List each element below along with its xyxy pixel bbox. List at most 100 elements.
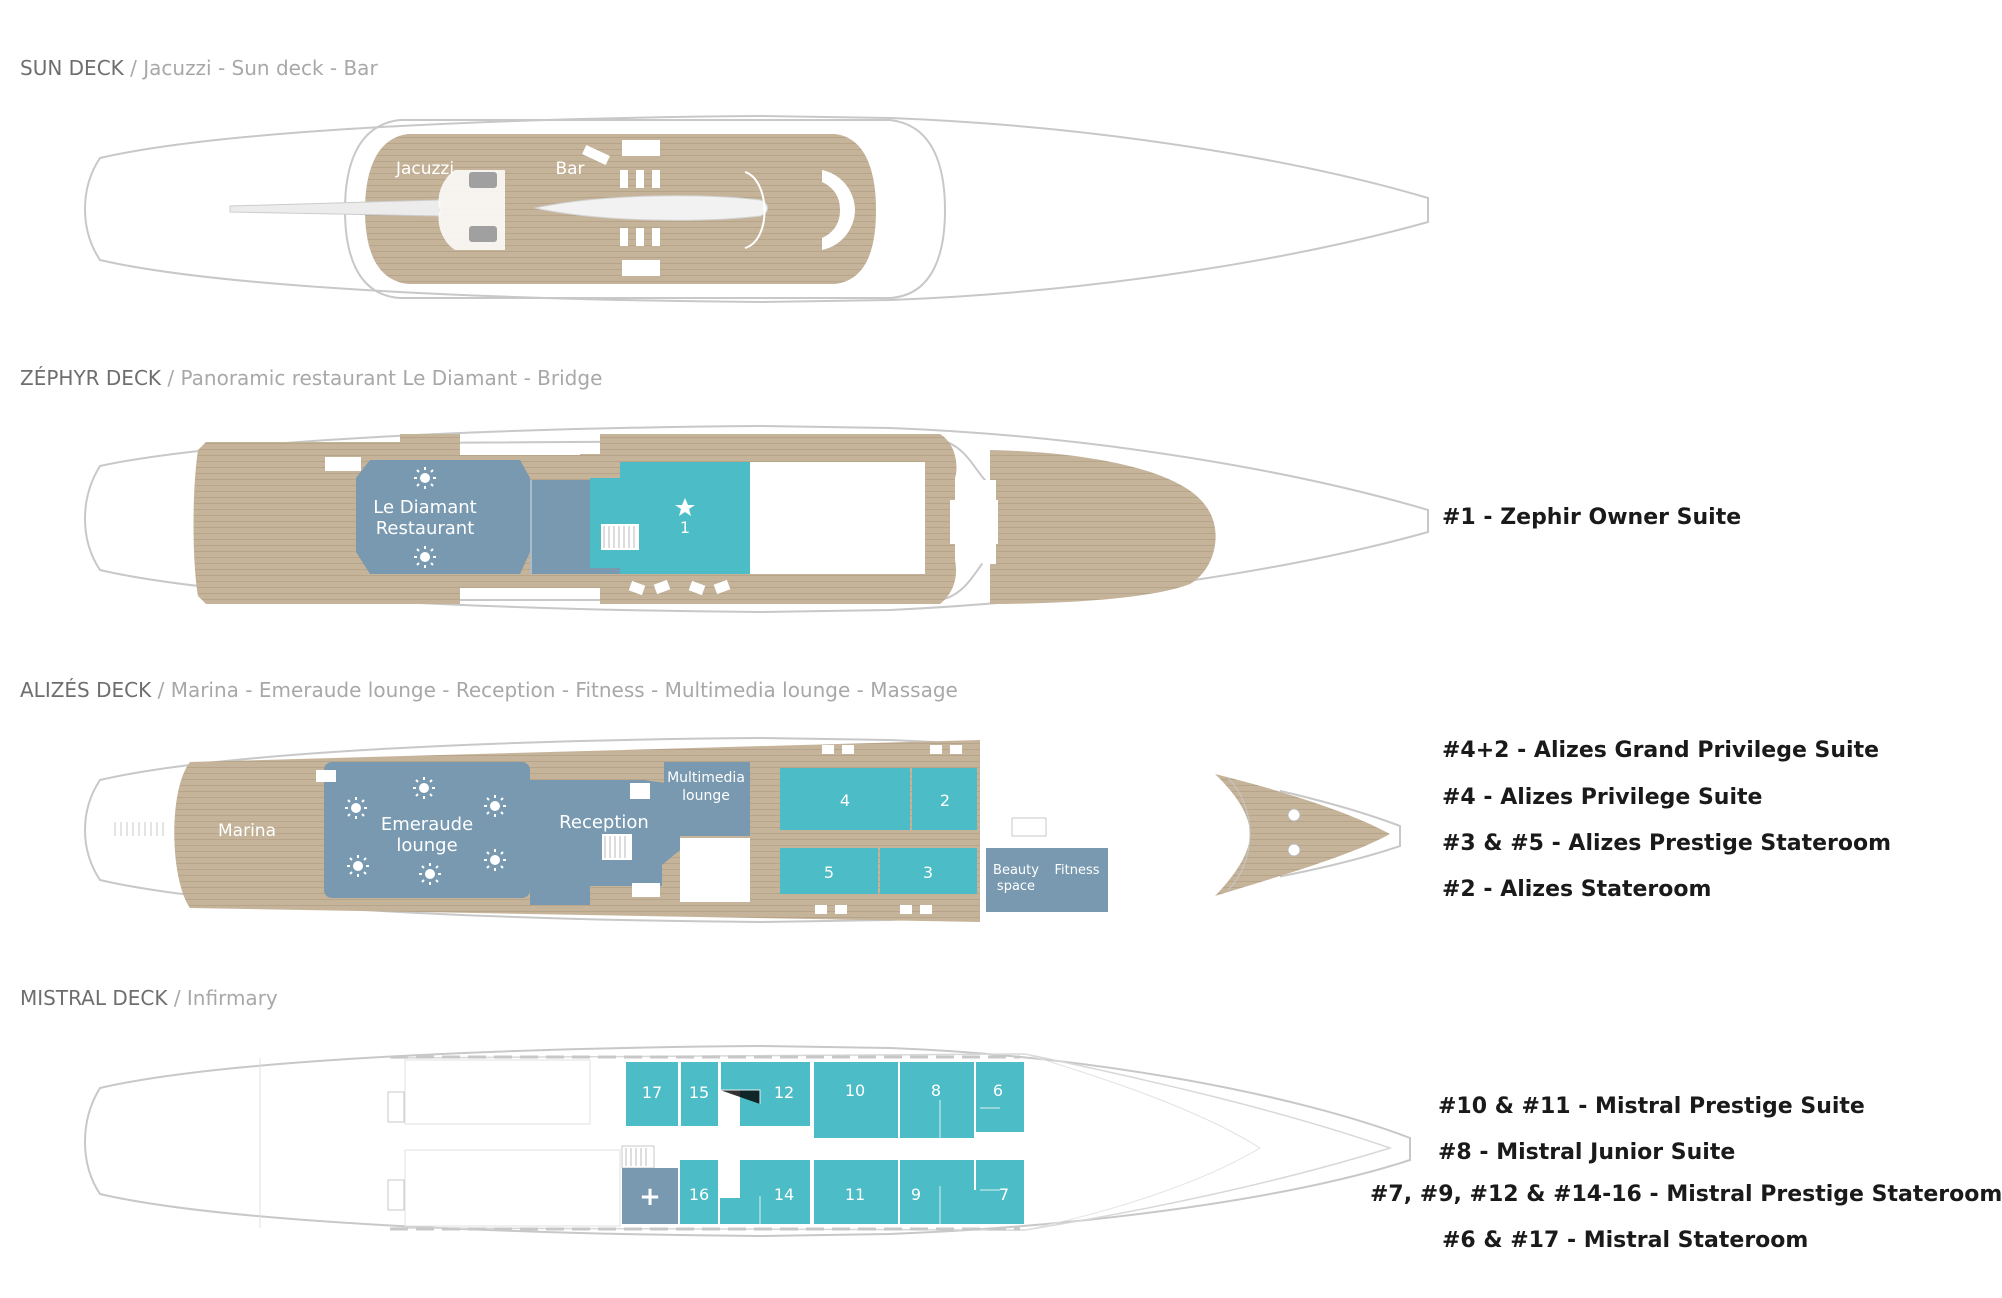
cabin-17	[626, 1062, 678, 1126]
bar-counter	[582, 144, 610, 166]
emeraude-lounge-line2: lounge	[396, 835, 457, 856]
beauty-space-line2: space	[997, 879, 1035, 894]
sun-deck-rail	[744, 171, 766, 249]
jacuzzi-label: Jacuzzi	[395, 159, 454, 179]
zephyr-table	[628, 580, 646, 596]
cabin-4-number: 4	[840, 791, 850, 810]
mistral-deck-bow-inner	[1024, 1053, 1261, 1231]
alizes-deck-table	[920, 905, 932, 914]
owner-suite-number: 1	[680, 518, 690, 537]
legend-alizes-prestige: #3 & #5 - Alizes Prestige Stateroom	[1442, 831, 1892, 856]
sun-icon	[419, 863, 441, 885]
mistral-cabin-inner-lines	[720, 1089, 1000, 1224]
sun-icon	[347, 855, 369, 877]
alizes-white-room	[630, 783, 650, 799]
le-diamant-restaurant	[356, 460, 530, 574]
cabin-7-number: 7	[999, 1185, 1009, 1204]
cabin-16-number: 16	[689, 1185, 709, 1204]
mistral-stairs	[621, 1145, 655, 1169]
alizes-deck-table	[950, 745, 962, 754]
marina-label: Marina	[218, 821, 276, 841]
sun-chair	[636, 170, 644, 188]
cabin-12-number: 12	[774, 1083, 794, 1102]
beauty-space	[986, 848, 1046, 912]
sun-icon	[413, 777, 435, 799]
deck-name: MISTRAL DECK	[20, 986, 168, 1010]
multimedia-lounge-line2: lounge	[682, 788, 730, 804]
reception-stairs	[602, 834, 632, 860]
sun-deck-plan: Jacuzzi Bar	[84, 114, 1429, 304]
sun-icon	[414, 546, 436, 568]
alizes-fore-stairs	[1011, 817, 1047, 837]
cabin-3	[880, 848, 977, 894]
alizes-marina-dock-lines	[114, 822, 164, 836]
deck-subtitle: / Marina - Emeraude lounge - Reception -…	[157, 678, 958, 702]
alizes-deck-heading: ALIZÉS DECK / Marina - Emeraude lounge -…	[20, 678, 958, 702]
sun-chair	[652, 228, 660, 246]
cabin-2	[912, 768, 977, 830]
zephyr-deck-fore-wood	[990, 450, 1216, 604]
cabin-10-number: 10	[845, 1081, 865, 1100]
legend-alizes-grand-privilege: #4+2 - Alizes Grand Privilege Suite	[1442, 738, 1880, 763]
sun-icon	[345, 797, 367, 819]
cabin-2-number: 2	[940, 791, 950, 810]
sun-deck-bench	[822, 170, 855, 250]
mistral-crew-area	[404, 1149, 621, 1227]
cabin-11-number: 11	[845, 1185, 865, 1204]
zephyr-table	[653, 579, 671, 595]
cabin-10	[814, 1062, 898, 1138]
cabin-6	[970, 1062, 1024, 1132]
alizes-fore-curve-line	[1227, 777, 1251, 891]
alizes-deck-table	[815, 905, 827, 914]
legend-mistral-prestige-stateroom: #7, #9, #12 & #14-16 - Mistral Prestige …	[1370, 1182, 2002, 1207]
cabin-14	[720, 1160, 810, 1224]
cabin-6-number: 6	[993, 1081, 1003, 1100]
alizes-lounge-lounger	[316, 770, 336, 782]
zephyr-deck-plan: Le Diamant Restaurant 1	[84, 424, 1429, 614]
sun-lounger	[622, 140, 660, 156]
bow-hatch	[1287, 808, 1301, 822]
mistral-crew-area	[404, 1059, 591, 1125]
zephyr-owner-suite-annex	[590, 478, 630, 568]
zephyr-stairs-lines	[603, 526, 635, 548]
sun-icon	[484, 849, 506, 871]
cabin-4	[780, 768, 910, 830]
reception-label: Reception	[559, 812, 649, 833]
sun-lounger	[469, 226, 497, 242]
alizes-deck-table	[930, 745, 942, 754]
legend-mistral-stateroom: #6 & #17 - Mistral Stateroom	[1442, 1228, 1809, 1253]
alizes-deck-table	[900, 905, 912, 914]
mistral-deck-hatch	[387, 1091, 405, 1123]
legend-alizes-privilege: #4 - Alizes Privilege Suite	[1442, 785, 1763, 810]
zephyr-deck-heading: ZÉPHYR DECK / Panoramic restaurant Le Di…	[20, 366, 602, 390]
mistral-deck-plan: + 17 15 12 10 8 6 16 14 11 9 7	[84, 1044, 1411, 1238]
multimedia-lounge-line1: Multimedia	[667, 770, 745, 786]
multimedia-lounge	[664, 762, 750, 836]
legend-zephir-owner-suite: #1 - Zephir Owner Suite	[1442, 505, 1742, 530]
cabin-15	[680, 1062, 718, 1126]
zephyr-table	[713, 579, 731, 595]
reception-stairs-lines	[604, 836, 626, 858]
cabin-3-number: 3	[923, 863, 933, 882]
deck-name: SUN DECK	[20, 56, 124, 80]
zephyr-stairs	[601, 524, 639, 550]
emeraude-lounge-line1: Emeraude	[381, 814, 473, 835]
infirmary	[622, 1168, 678, 1224]
cabin-8-number: 8	[931, 1081, 941, 1100]
alizes-deck-table	[835, 905, 847, 914]
zephyr-bridge-area	[750, 462, 925, 574]
cabin-11	[814, 1160, 898, 1224]
sun-chair	[620, 228, 628, 246]
sun-deck-mast-stern	[534, 195, 768, 221]
cabin-7	[946, 1160, 1024, 1224]
deck-subtitle: / Infirmary	[173, 986, 278, 1010]
alizes-deck-table	[822, 745, 834, 754]
deck-name: ZÉPHYR DECK	[20, 366, 162, 390]
legend-mistral-junior-suite: #8 - Mistral Junior Suite	[1438, 1140, 1736, 1165]
bow-hatch	[1287, 843, 1301, 857]
alizes-white-room	[632, 883, 660, 897]
zephyr-deck-fore-gap	[982, 480, 996, 564]
sun-chair	[652, 170, 660, 188]
sun-chair	[620, 170, 628, 188]
cabin-15-number: 15	[689, 1083, 709, 1102]
